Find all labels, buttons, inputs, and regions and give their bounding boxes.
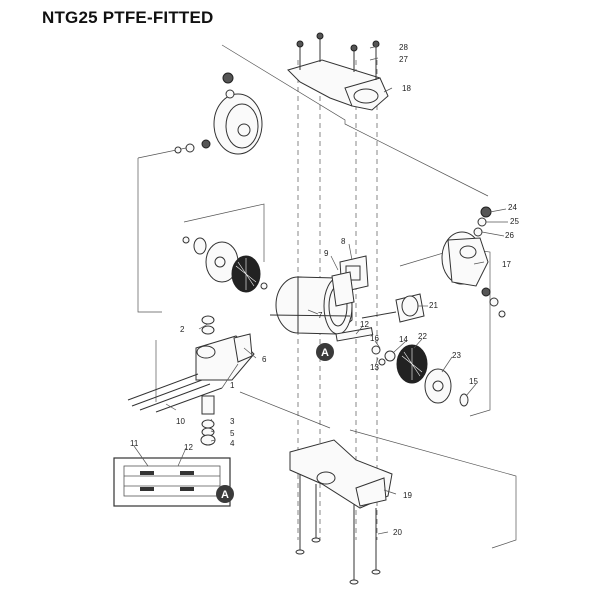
callout-4: 4: [230, 439, 235, 448]
callout-18: 18: [402, 84, 411, 93]
callout-28: 28: [399, 43, 408, 52]
callout-24: 24: [508, 203, 517, 212]
callout-12: 12: [184, 443, 193, 452]
callout-19: 19: [403, 491, 412, 500]
callout-16: 16: [370, 334, 379, 343]
callout-leader-lines: [133, 45, 508, 535]
callout-25: 25: [510, 217, 519, 226]
callout-23: 23: [452, 351, 461, 360]
callout-15: 15: [469, 377, 478, 386]
callout-27: 27: [399, 55, 408, 64]
callout-2: 2: [180, 325, 185, 334]
callout-14: 14: [399, 335, 408, 344]
bottom-manifold: [289, 439, 393, 585]
callout-22: 22: [418, 332, 427, 341]
callout-10: 10: [176, 417, 185, 426]
left-diaphragm: [182, 236, 268, 293]
diagram-title: NTG25 PTFE-FITTED: [42, 8, 214, 27]
right-outer-chamber: [441, 206, 506, 318]
right-diaphragm: [396, 344, 469, 407]
callout-20: 20: [393, 528, 402, 537]
callout-8: 8: [341, 237, 346, 246]
svg-text:A: A: [221, 489, 229, 501]
callout-7: 7: [318, 311, 323, 320]
callout-6: 6: [262, 355, 267, 364]
callout-9: 9: [324, 249, 329, 258]
detail-a-inset: [113, 457, 231, 507]
top-manifold: [287, 32, 389, 111]
svg-text:A: A: [321, 347, 329, 359]
callout-11: 11: [130, 439, 139, 448]
air-valve-spool: [361, 293, 425, 323]
callout-26: 26: [505, 231, 514, 240]
detail-a-badge-inset: A: [216, 485, 234, 503]
callout-12-shaft: 12: [360, 320, 369, 329]
callout-21: 21: [429, 301, 438, 310]
callout-5: 5: [230, 429, 235, 438]
callout-3: 3: [230, 417, 235, 426]
callout-1: 1: [230, 381, 235, 390]
pilot-valve-block: [331, 255, 369, 307]
detail-a-badge-center: A: [316, 343, 334, 361]
diaphragm-shaft: [335, 327, 396, 366]
callout-13: 13: [370, 363, 379, 372]
callout-17: 17: [502, 260, 511, 269]
intake-valve-housing: [127, 315, 255, 446]
left-outer-chamber: [174, 72, 263, 155]
callout-labels: 1 2 3 4 5 6 7 8 9 10 11 12 13 14 15 16 1…: [130, 43, 519, 537]
